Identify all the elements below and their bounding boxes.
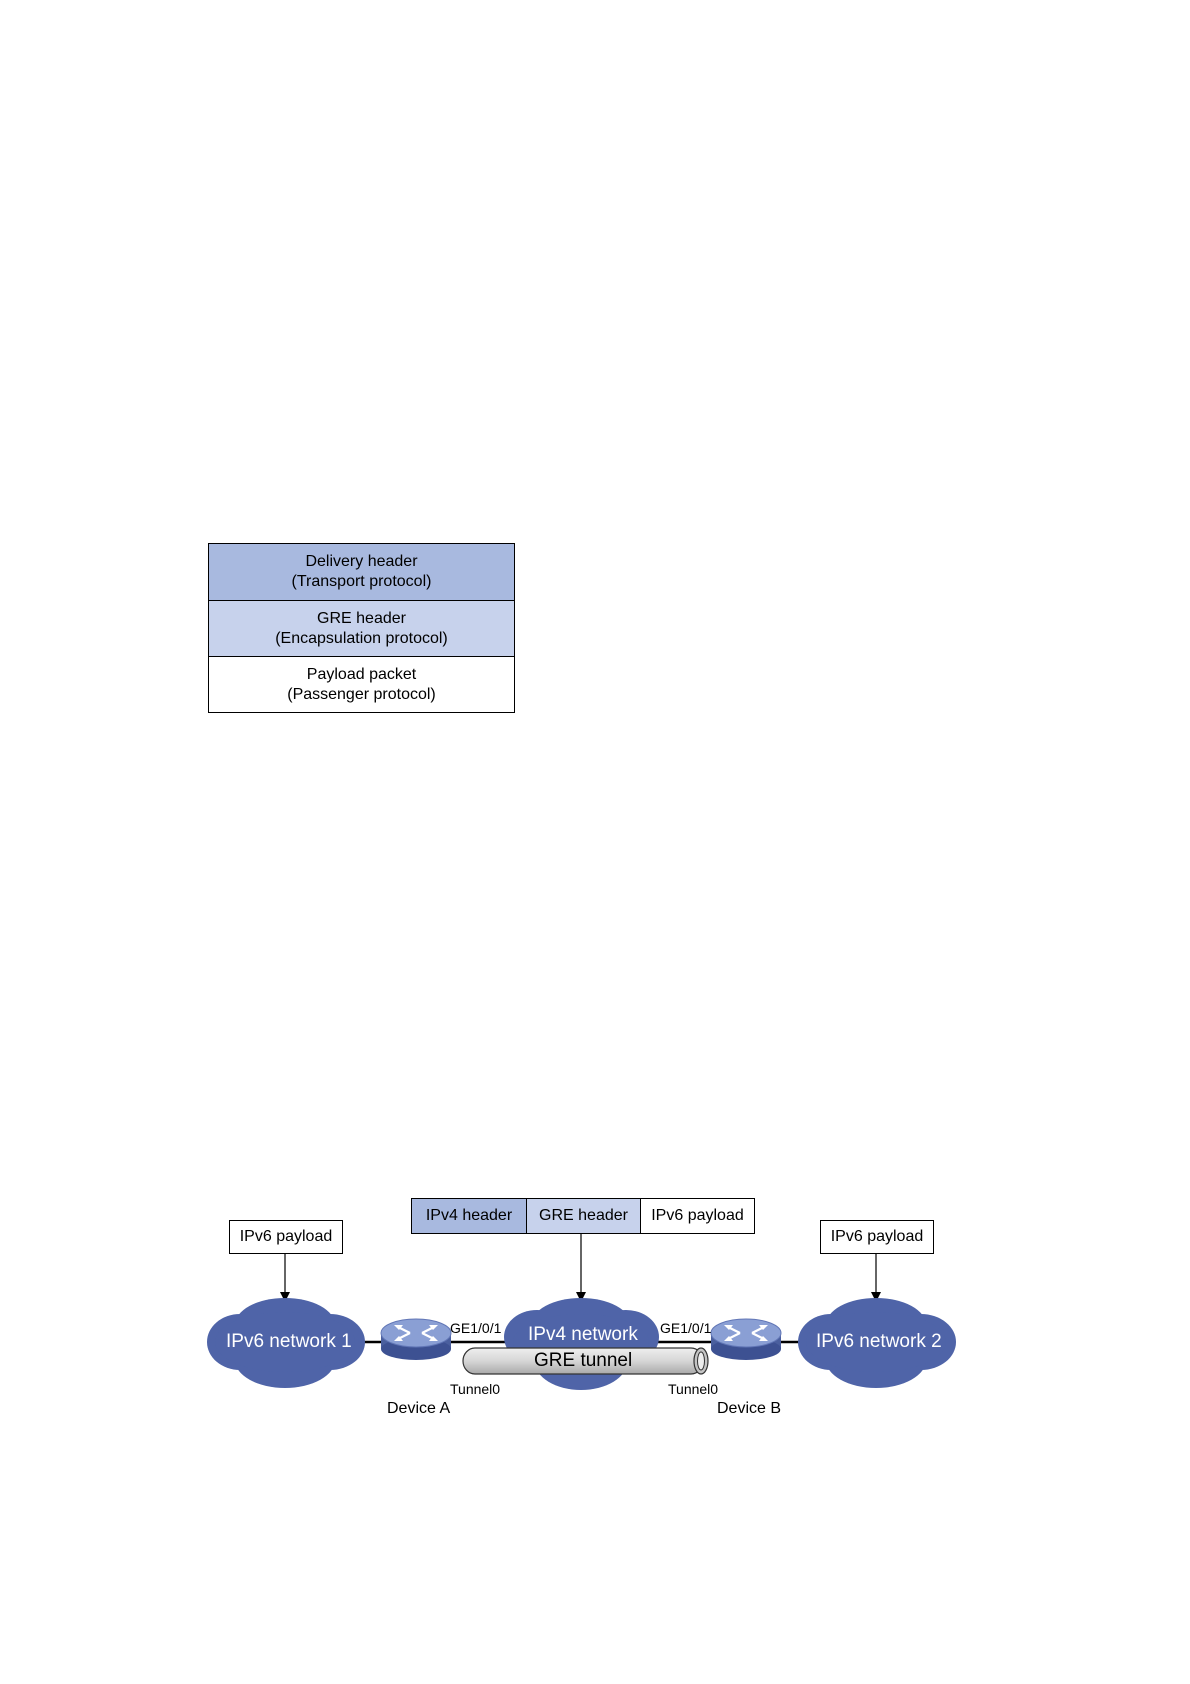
ipv4-network-label: IPv4 network <box>528 1324 638 1346</box>
device-a-label: Device A <box>387 1400 450 1418</box>
device-a-ge-interface-label: GE1/0/1 <box>450 1320 501 1336</box>
ipv6-network-1-label: IPv6 network 1 <box>226 1331 352 1353</box>
gre-header-field: GRE header <box>526 1199 640 1233</box>
encapsulated-packet: IPv4 header GRE header IPv6 payload <box>411 1198 755 1234</box>
device-b-ge-interface-label: GE1/0/1 <box>660 1320 711 1336</box>
ipv6-network-2-label: IPv6 network 2 <box>816 1331 942 1353</box>
device-a-tunnel-interface-label: Tunnel0 <box>450 1381 500 1397</box>
device-b-label: Device B <box>717 1400 781 1418</box>
router-device-b-icon <box>711 1319 781 1360</box>
left-ipv6-payload-box: IPv6 payload <box>229 1220 343 1254</box>
ipv6-payload-field: IPv6 payload <box>640 1199 754 1233</box>
right-ipv6-payload-box: IPv6 payload <box>820 1220 934 1254</box>
gre-tunnel-label: GRE tunnel <box>534 1350 632 1372</box>
ipv4-header-field: IPv4 header <box>412 1199 526 1233</box>
device-b-tunnel-interface-label: Tunnel0 <box>668 1381 718 1397</box>
router-device-a-icon <box>381 1319 451 1360</box>
